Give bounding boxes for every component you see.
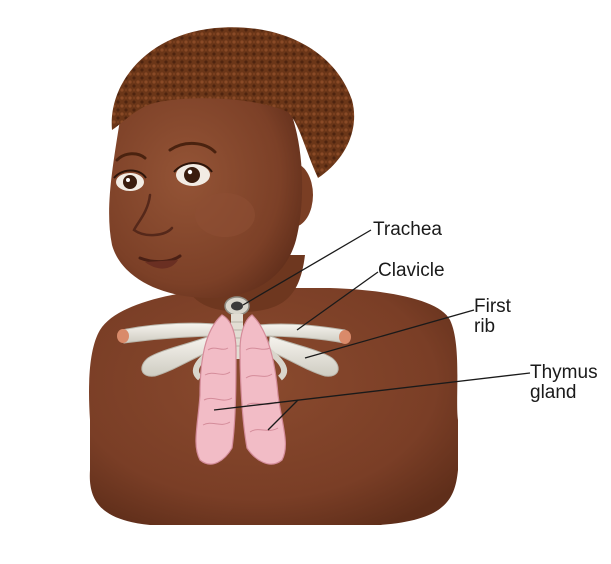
trachea-label-text: Trachea bbox=[373, 220, 442, 240]
thymus-label-line1: Thymus bbox=[530, 363, 598, 383]
first-rib-label-line1: First bbox=[474, 297, 511, 317]
thymus-gland-label: Thymus gland bbox=[530, 363, 598, 403]
thymus-label-line2: gland bbox=[530, 383, 598, 403]
first-rib-label: First rib bbox=[474, 297, 511, 337]
clavicle-label-text: Clavicle bbox=[378, 261, 445, 281]
trachea-label: Trachea bbox=[373, 220, 442, 240]
clavicle-label: Clavicle bbox=[378, 261, 445, 281]
first-rib-label-line2: rib bbox=[474, 317, 511, 337]
